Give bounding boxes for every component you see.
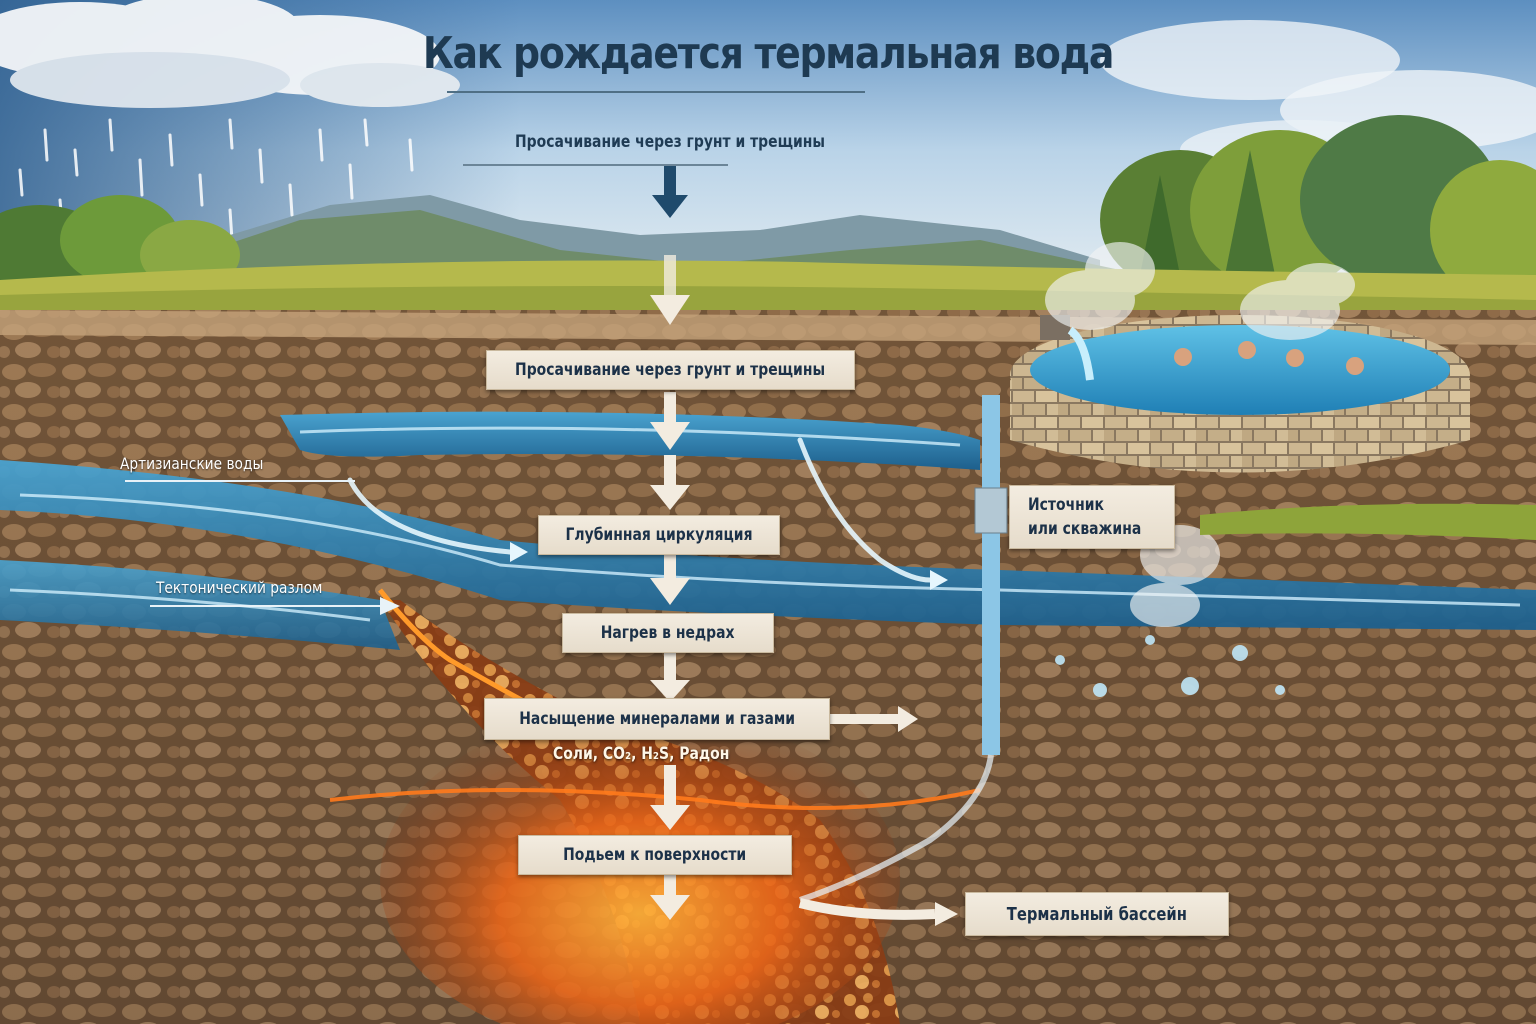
minerals-list: Соли, CO₂, H₂S, Радон: [553, 744, 730, 764]
subtitle-divider: [463, 164, 728, 166]
step-mineral-saturation: Насыщение минералами и газами: [484, 698, 830, 740]
title-divider: [447, 91, 865, 93]
step-deep-circulation: Глубинная циркуляция: [538, 515, 780, 555]
top-arrow-head: [652, 195, 688, 218]
subtitle: Просачивание через грунт и трещины: [514, 132, 826, 152]
thermal-pool-label: Термальный бассейн: [965, 892, 1229, 936]
step-label: Нагрев в недрах: [601, 623, 735, 643]
top-arrow-shaft: [664, 165, 676, 195]
step-rise-to-surface: Подьем к поверхности: [518, 835, 792, 875]
step-heating: Нагрев в недрах: [562, 613, 774, 653]
step-label: Глубинная циркуляция: [565, 525, 753, 545]
tectonic-fault-label: Тектонический разлом: [156, 578, 323, 597]
well-pipe: [982, 395, 1000, 755]
steam: [1045, 242, 1355, 627]
pool-label-text: Термальный бассейн: [1006, 903, 1188, 925]
thermal-pool: [1010, 315, 1470, 473]
step-label: Просачивание через грунт и трещины: [515, 360, 826, 380]
flow-arrows: [650, 255, 958, 926]
clouds: [0, 0, 1536, 180]
artesian-waters-label: Артизианские воды: [120, 454, 264, 473]
source-or-well-label: Источник или скважина: [1009, 485, 1175, 549]
trees-left: [0, 195, 240, 295]
source-line-2: или скважина: [1028, 519, 1142, 539]
page-title: Как рождается термальная вода: [422, 28, 1115, 79]
step-label: Подьем к поверхности: [563, 845, 747, 865]
source-line-1: Источник: [1028, 495, 1105, 515]
step-seepage: Просачивание через грунт и трещины: [486, 350, 855, 390]
step-label: Насыщение минералами и газами: [519, 709, 795, 729]
